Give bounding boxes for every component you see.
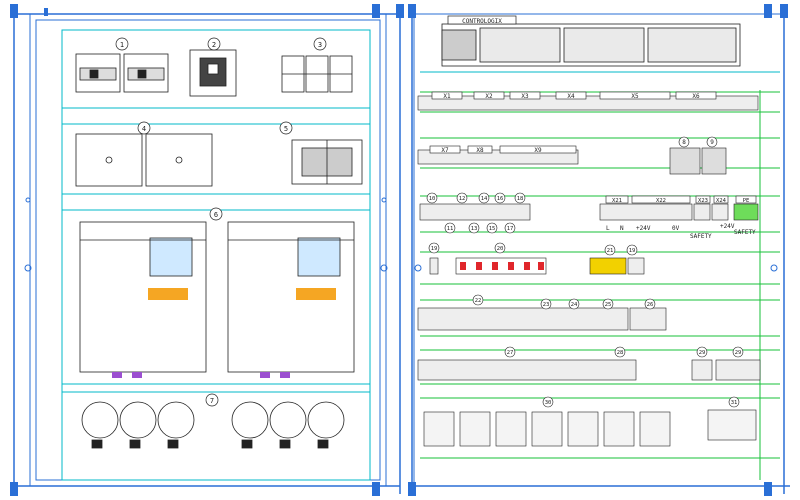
callout-24: 24: [571, 302, 578, 308]
callout-2: 2: [212, 41, 216, 49]
callout-10: 10: [429, 196, 436, 202]
callout-29-b: 29: [735, 350, 742, 356]
terminal-x22: X22: [656, 198, 666, 204]
callout-19-b: 19: [629, 248, 636, 254]
callout-16: 16: [497, 196, 504, 202]
relay-row-4-red: [460, 262, 544, 270]
terminal-x21: X21: [612, 198, 622, 204]
fuse-group-left: [81, 401, 195, 449]
callout-22: 22: [475, 298, 482, 304]
terminal-block-5: [291, 139, 363, 185]
left-corner-brackets: [10, 4, 404, 496]
left-cable-duct-1: [61, 107, 371, 125]
terminal-row-2: [417, 149, 579, 165]
left-cable-duct-3: [61, 383, 371, 393]
label-0v: 0V: [672, 225, 680, 232]
terminal-pe: PE: [743, 198, 750, 204]
terminal-x6: X6: [692, 93, 700, 100]
label-plus24v: +24V: [636, 225, 651, 232]
right-corner-brackets: [408, 4, 788, 496]
terminal-x5: X5: [631, 93, 639, 100]
plc-rack: [441, 23, 741, 67]
terminal-x9: X9: [534, 147, 542, 154]
circuit-breaker-2: [189, 49, 237, 97]
callout-8: 8: [682, 139, 686, 146]
callout-4: 4: [142, 125, 146, 133]
callout-15: 15: [489, 226, 496, 232]
callout-13: 13: [471, 226, 478, 232]
drive-right: [227, 221, 355, 373]
terminal-x3: X3: [521, 93, 529, 100]
callout-5: 5: [284, 125, 288, 133]
power-supplies-8-9: [669, 147, 727, 175]
callout-28: 28: [617, 350, 624, 356]
plc-label-box: [447, 15, 517, 25]
relay-row-3: [419, 203, 759, 221]
breaker-row-5: [417, 307, 667, 331]
callout-31: 31: [731, 400, 738, 406]
callout-14: 14: [481, 196, 488, 202]
left-cable-duct-2: [61, 193, 371, 211]
callout-11: 11: [447, 226, 454, 232]
callout-27: 27: [507, 350, 514, 356]
right-cabinet: [411, 8, 790, 494]
drive-left: [79, 221, 207, 373]
callout-23: 23: [543, 302, 550, 308]
callout-29-a: 29: [699, 350, 706, 356]
terminal-block-3: [281, 55, 353, 93]
terminal-x2: X2: [485, 93, 493, 100]
callout-12: 12: [459, 196, 466, 202]
left-mounting-plate: [61, 29, 371, 481]
callout-18: 18: [517, 196, 524, 202]
terminal-row-1-labels: [431, 91, 717, 100]
callout-1: 1: [120, 41, 124, 49]
left-cabinet: [13, 8, 401, 494]
callout-30: 30: [545, 400, 552, 406]
fuse-group-right: [231, 401, 345, 449]
label-n: N: [620, 225, 624, 232]
callout-19-a: 19: [431, 246, 438, 252]
terminal-x1: X1: [443, 93, 451, 100]
callout-21: 21: [607, 248, 614, 254]
terminal-x8: X8: [476, 147, 484, 154]
label-plus24v-b: +24V: [720, 223, 735, 230]
drive-modules-row-7: [423, 409, 757, 447]
label-l: L: [606, 225, 610, 232]
left-side-marks: [24, 197, 388, 272]
callout-9: 9: [710, 139, 714, 146]
terminal-x7: X7: [441, 147, 449, 154]
callout-26: 26: [647, 302, 654, 308]
callout-7: 7: [210, 397, 214, 405]
callout-6: 6: [214, 211, 218, 219]
terminal-x4: X4: [567, 93, 575, 100]
left-callouts: [115, 37, 327, 407]
callout-3: 3: [318, 41, 322, 49]
terminal-row-1: [417, 95, 759, 111]
terminal-x24: X24: [716, 198, 727, 204]
right-side-marks: [414, 264, 778, 272]
label-safety-2: SAFETY: [734, 229, 756, 236]
callout-17: 17: [507, 226, 514, 232]
plc-label: CONTROLOGIX: [462, 18, 502, 25]
breaker-row-6: [417, 359, 761, 381]
callout-25: 25: [605, 302, 612, 308]
label-safety-1: SAFETY: [690, 233, 712, 240]
callout-20: 20: [497, 246, 504, 252]
terminal-x23: X23: [698, 198, 708, 204]
contactor-pair-4: [75, 133, 213, 187]
drive-terminals: [112, 372, 290, 378]
contactor-pair-1: [75, 53, 169, 93]
